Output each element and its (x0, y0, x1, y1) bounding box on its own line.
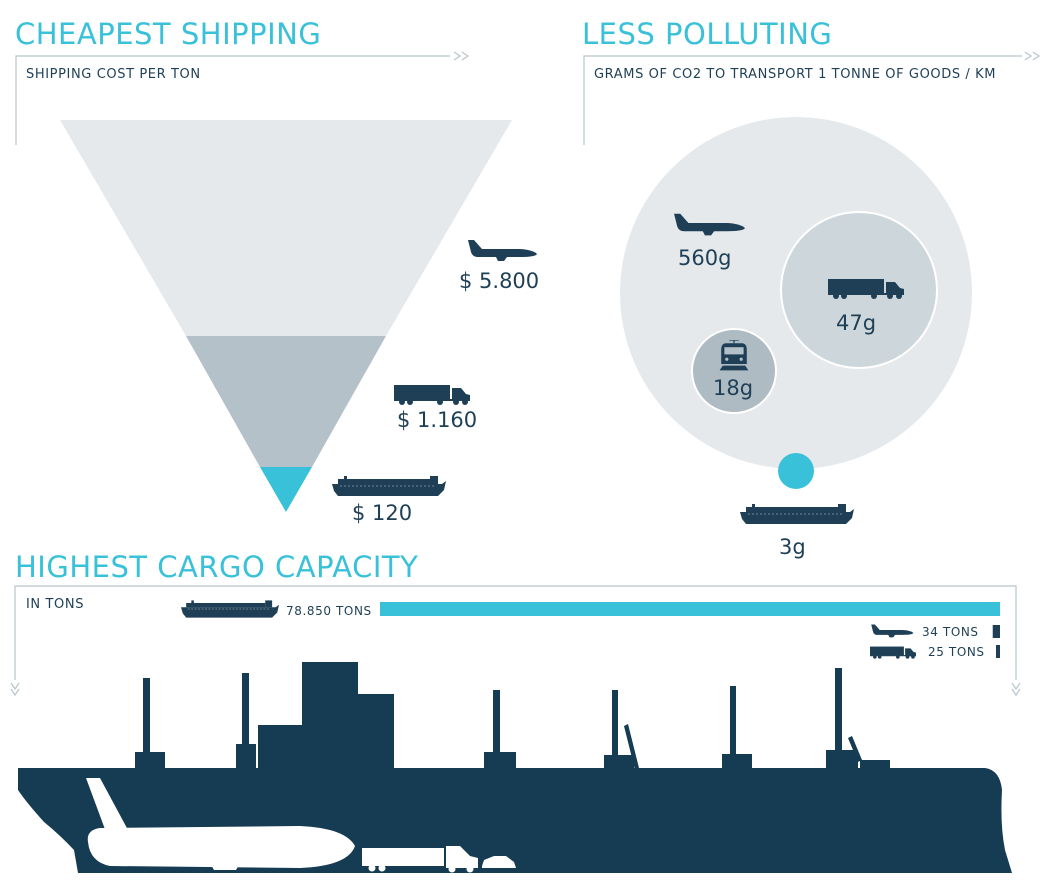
co2-label-truck: 47g (836, 311, 876, 335)
funnel-segment-ship (260, 467, 312, 512)
capacity-bar-ship (380, 602, 1000, 616)
truck-icon (870, 646, 916, 659)
capacity-bar-truck (996, 645, 1000, 658)
co2-circle-ship (778, 453, 814, 489)
capacity-title: HIGHEST CARGO CAPACITY (15, 550, 418, 584)
co2-label-plane: 560g (678, 246, 731, 270)
cost-title: CHEAPEST SHIPPING (15, 17, 321, 51)
capacity-label-plane: 34 TONS (922, 625, 979, 639)
cost-label-plane: $ 5.800 (459, 269, 539, 293)
capacity-bracket (10, 585, 1021, 697)
truck-silhouette (362, 846, 478, 873)
truck-icon (394, 385, 470, 405)
container-ship-icon (740, 504, 854, 524)
co2-circle-train (691, 328, 777, 414)
co2-label-ship: 3g (779, 535, 806, 559)
co2-label-train: 18g (713, 376, 753, 400)
container-ship-icon (181, 600, 279, 618)
capacity-label-truck: 25 TONS (928, 645, 985, 659)
cost-label-truck: $ 1.160 (397, 408, 477, 432)
cost-subtitle: SHIPPING COST PER TON (26, 67, 201, 82)
pollution-bracket (583, 51, 1041, 145)
funnel-segment-truck (186, 336, 386, 467)
pollution-subtitle: GRAMS OF CO2 TO TRANSPORT 1 TONNE OF GOO… (594, 67, 996, 82)
container-ship-icon (332, 476, 446, 496)
capacity-subtitle: IN TONS (26, 597, 84, 612)
cost-label-ship: $ 120 (352, 501, 412, 525)
plane-icon (468, 240, 537, 261)
plane-icon (871, 624, 914, 638)
funnel-segment-plane (60, 120, 512, 336)
capacity-bar-plane (992, 625, 1000, 638)
pollution-title: LESS POLLUTING (582, 17, 832, 51)
cost-bracket (15, 51, 470, 145)
car-silhouette (482, 856, 516, 868)
capacity-label-ship: 78.850 TONS (286, 604, 372, 618)
train-icon (718, 340, 750, 371)
airplane-silhouette (86, 778, 355, 870)
